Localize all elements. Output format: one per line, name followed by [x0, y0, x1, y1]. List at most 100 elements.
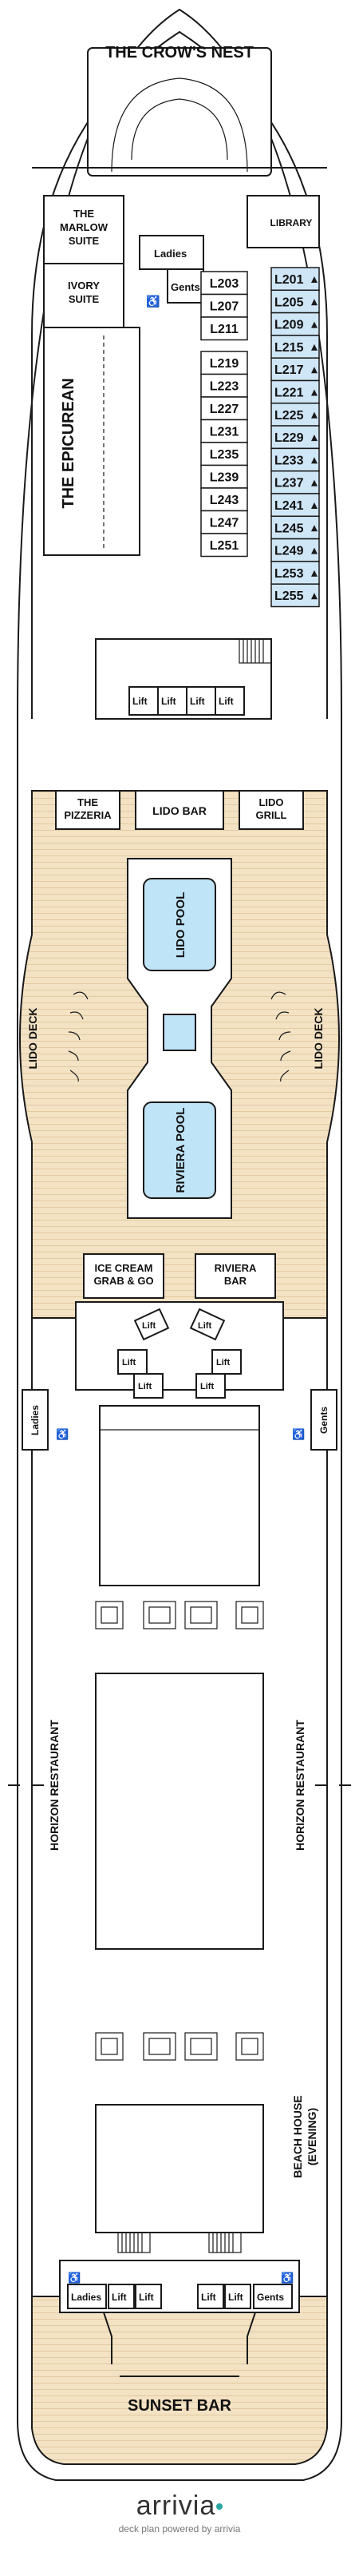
cabin-label: L225 — [274, 409, 304, 423]
lift-mid-2[interactable] — [189, 1308, 226, 1341]
gents-room-mid[interactable] — [310, 1389, 337, 1451]
cabin-l237[interactable] — [270, 470, 320, 494]
cabin-label: L239 — [210, 471, 239, 485]
cabin-l249[interactable] — [270, 538, 320, 562]
cabin-l221[interactable] — [270, 379, 320, 404]
cabin-label: L209 — [274, 319, 304, 332]
triangle-marker-icon — [311, 479, 318, 486]
wheelchair-icon: ♿ — [292, 1428, 305, 1440]
lift-aft-1[interactable] — [108, 2284, 135, 2309]
lift-mid-3-label: Lift — [122, 1358, 136, 1367]
cabin-label: L215 — [274, 341, 304, 355]
lift-forward-4-label: Lift — [219, 696, 234, 707]
lift-forward-3[interactable] — [186, 686, 216, 716]
horizon-restaurant-label-right[interactable]: HORIZON RESTAURANT — [294, 1720, 306, 1851]
cabin-l229[interactable] — [270, 425, 320, 450]
cabin-label: L241 — [274, 499, 304, 513]
cabin-l241[interactable] — [270, 493, 320, 518]
triangle-marker-icon — [311, 570, 318, 577]
cabin-l205[interactable] — [270, 289, 320, 314]
ivory-suite-room[interactable] — [43, 263, 124, 328]
cabin-label: L233 — [274, 454, 304, 467]
wheelchair-icon: ♿ — [146, 295, 160, 308]
wheelchair-icon: ♿ — [56, 1428, 69, 1440]
cabin-label: L249 — [274, 545, 304, 558]
cabin-l245[interactable] — [270, 515, 320, 540]
cabin-l255[interactable] — [270, 583, 320, 608]
lido-bar-label: LIDO BAR — [152, 804, 207, 817]
cabin-label: L201 — [274, 273, 304, 287]
cabin-label: L229 — [274, 431, 304, 445]
cabin-label: L235 — [210, 448, 239, 462]
lift-forward-1[interactable] — [128, 686, 159, 716]
epicurean-room[interactable] — [43, 327, 140, 556]
riviera-bar-room[interactable] — [195, 1253, 276, 1299]
gents-room-aft[interactable] — [253, 2284, 293, 2309]
lift-forward-4[interactable] — [215, 686, 245, 716]
lift-aft-2[interactable] — [135, 2284, 162, 2309]
cabin-l219[interactable] — [200, 351, 248, 375]
cabin-l225[interactable] — [270, 403, 320, 427]
cabin-label: L251 — [210, 539, 239, 553]
ice-cream-counter[interactable] — [83, 1253, 164, 1299]
lift-mid-4[interactable] — [211, 1349, 242, 1375]
lift-aft-3[interactable] — [197, 2284, 224, 2309]
cabin-label: L219 — [210, 357, 239, 371]
lido-pool[interactable] — [143, 878, 216, 971]
ladies-room-aft[interactable] — [67, 2284, 107, 2309]
lido-bar-room[interactable] — [135, 790, 224, 830]
ladies-label-mid: Ladies — [30, 1405, 41, 1435]
aft-deck-wood — [31, 2296, 328, 2465]
crows-nest-room[interactable] — [87, 47, 272, 177]
cabin-l247[interactable] — [200, 510, 248, 534]
lift-forward-3-label: Lift — [190, 696, 205, 707]
cabin-label: L243 — [210, 494, 239, 507]
cabin-l223[interactable] — [200, 373, 248, 398]
triangle-marker-icon — [311, 525, 318, 532]
cabin-label: L237 — [274, 477, 304, 490]
cabin-l251[interactable] — [200, 533, 248, 558]
wheelchair-icon: ♿ — [68, 2272, 81, 2284]
cabin-label: L217 — [274, 363, 304, 377]
wheelchair-icon: ♿ — [281, 2272, 294, 2284]
horizon-restaurant-core — [95, 1673, 264, 1950]
cabin-l217[interactable] — [270, 357, 320, 382]
cabin-l215[interactable] — [270, 335, 320, 359]
ladies-room-mid[interactable] — [22, 1389, 49, 1451]
lido-pool-label: LIDO POOL — [174, 892, 187, 959]
sunset-bar-label[interactable]: SUNSET BAR — [128, 2397, 232, 2415]
beach-house-label[interactable]: BEACH HOUSE(EVENING) — [291, 2095, 318, 2177]
riviera-pool[interactable] — [143, 1101, 216, 1199]
arrivia-logo[interactable]: arrivia — [0, 2491, 359, 2522]
cabin-l203[interactable] — [200, 271, 248, 296]
library-room[interactable] — [247, 195, 320, 248]
cabin-l239[interactable] — [200, 464, 248, 489]
aft-stairs — [117, 2232, 242, 2253]
cabin-l233[interactable] — [270, 447, 320, 472]
cabin-l209[interactable] — [270, 312, 320, 336]
credit-text: deck plan powered by arrivia — [118, 2523, 241, 2534]
hot-tub[interactable] — [163, 1014, 196, 1051]
buffet-stations-fore — [95, 1601, 264, 1629]
cabin-l211[interactable] — [200, 316, 248, 341]
lift-mid-1[interactable] — [133, 1308, 170, 1341]
lift-mid-5[interactable] — [133, 1373, 164, 1399]
cabin-label: L255 — [274, 589, 304, 603]
cabin-l243[interactable] — [200, 487, 248, 512]
pizzeria-room[interactable] — [55, 790, 120, 830]
horizon-restaurant-label-left[interactable]: HORIZON RESTAURANT — [48, 1720, 61, 1851]
lift-mid-3[interactable] — [117, 1349, 148, 1375]
lift-aft-4[interactable] — [224, 2284, 251, 2309]
lift-mid-6[interactable] — [195, 1373, 226, 1399]
triangle-marker-icon — [311, 547, 318, 554]
triangle-marker-icon — [311, 367, 318, 374]
triangle-marker-icon — [311, 435, 318, 442]
cabin-l227[interactable] — [200, 396, 248, 421]
lido-grill-room[interactable] — [239, 790, 304, 830]
triangle-marker-icon — [311, 276, 318, 283]
cabin-label: L203 — [210, 277, 239, 291]
triangle-marker-icon — [311, 411, 318, 419]
